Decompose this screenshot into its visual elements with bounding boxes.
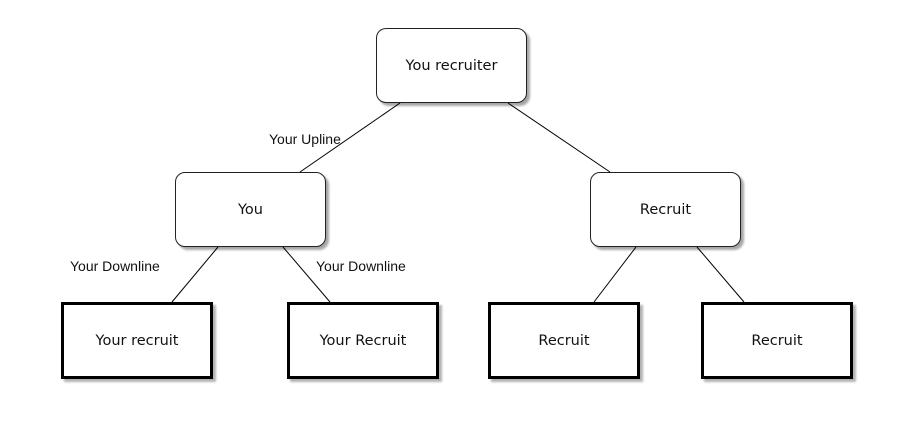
edge-root-to-you (299, 102, 401, 173)
edge-root-to-recruit (507, 102, 611, 173)
node-you: You (175, 172, 326, 247)
node-you-recruiter: You recruiter (376, 28, 527, 103)
node-label: Recruit (639, 201, 692, 218)
node-recruit: Recruit (590, 172, 741, 247)
edge-label-downline-right: Your Downline (316, 258, 406, 274)
edge-recruit-to-recruit-4 (696, 246, 745, 303)
node-label: Recruit (751, 332, 803, 349)
node-recruit-4: Recruit (701, 302, 853, 379)
node-label: Your Recruit (319, 332, 407, 349)
edge-label-downline-left: Your Downline (70, 258, 160, 274)
node-label: You (238, 201, 263, 218)
node-your-recruit-1: Your recruit (61, 302, 213, 379)
node-recruit-3: Recruit (488, 302, 640, 379)
node-your-recruit-2: Your Recruit (287, 302, 439, 379)
edge-you-to-your-recruit-2 (282, 246, 331, 303)
edge-label-upline: Your Upline (269, 131, 341, 147)
edge-you-to-your-recruit-1 (171, 246, 219, 303)
node-label: You recruiter (405, 57, 498, 74)
edge-recruit-to-recruit-3 (593, 246, 637, 303)
node-label: Recruit (538, 332, 590, 349)
node-label: Your recruit (95, 332, 179, 349)
